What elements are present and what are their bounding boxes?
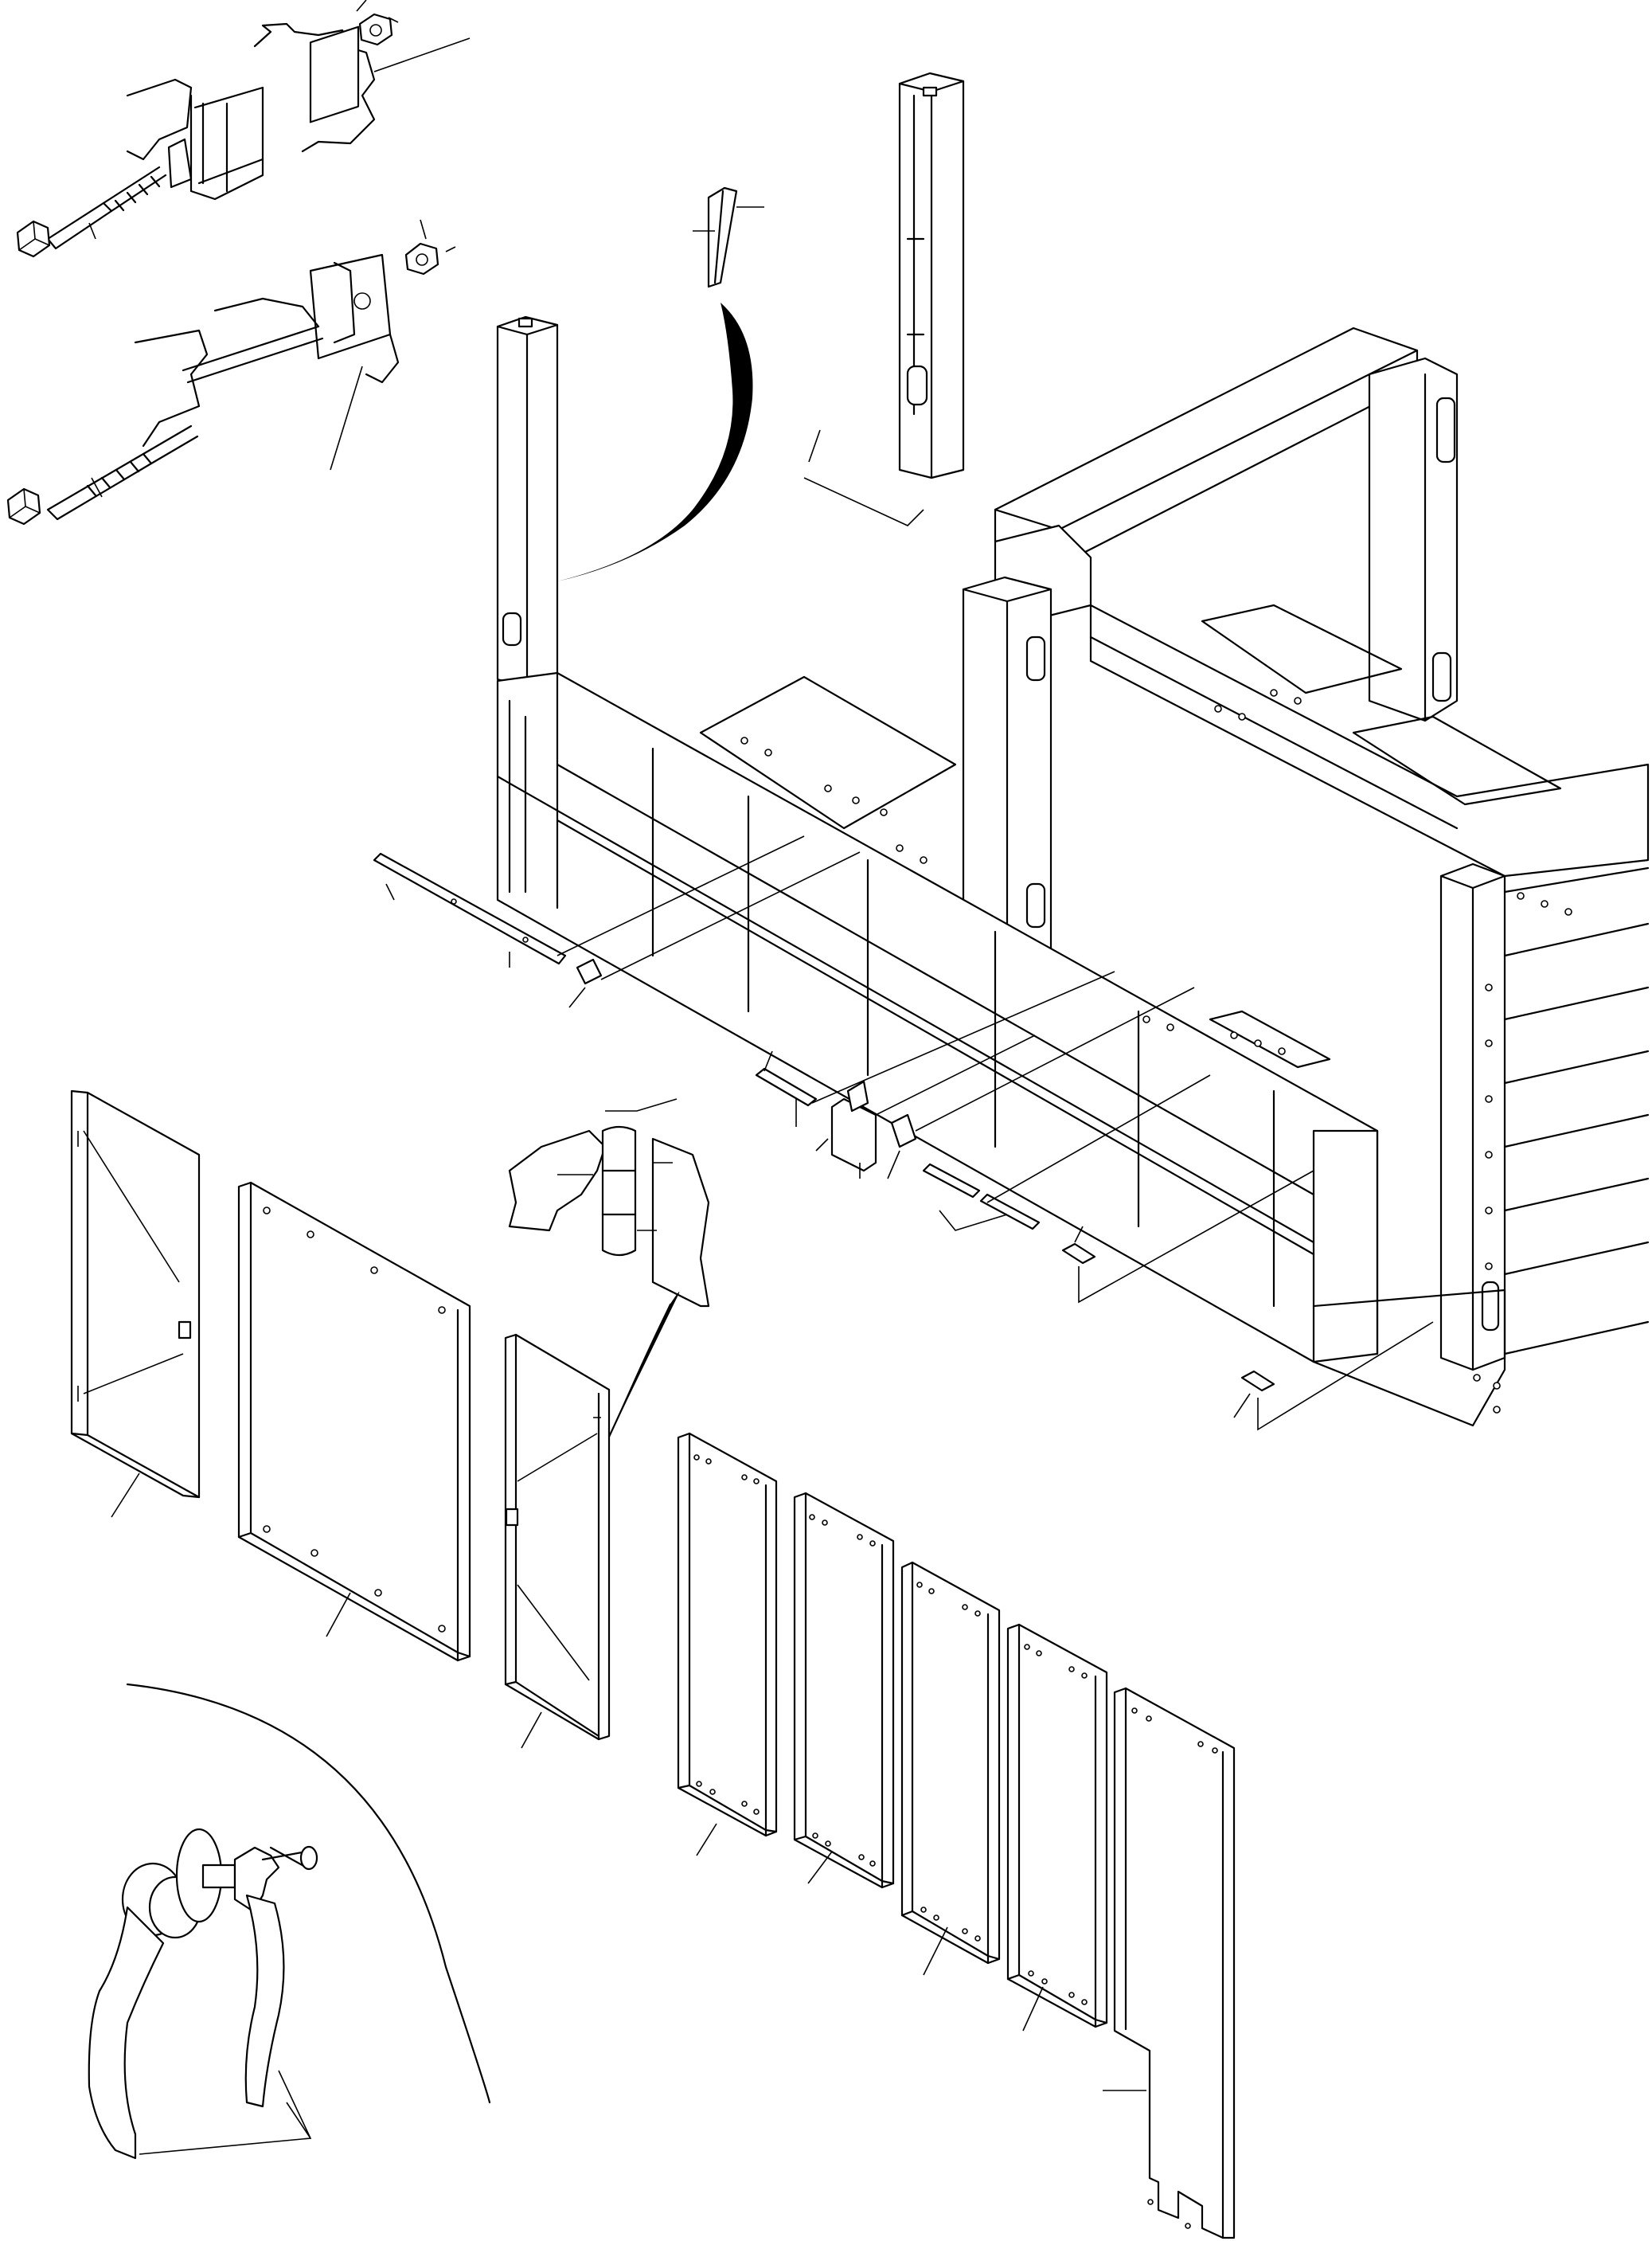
narrow-cover-panel-4	[1006, 1623, 1108, 2032]
large-rear-cover-panel	[237, 1181, 471, 1662]
cab-frame-main-structure	[496, 72, 1650, 1427]
bolt-bracket-assembly-1	[16, 0, 471, 258]
small-side-door-panel-2	[504, 1333, 611, 1749]
narrow-cover-panel-3	[900, 1561, 1001, 1976]
post-bolt-holes	[1485, 984, 1493, 1270]
bolt-bracket-assembly-2	[6, 219, 456, 526]
narrow-cover-panel-2	[793, 1492, 895, 1889]
tall-notched-cover-panel	[1103, 1687, 1236, 2239]
door-lever-handle-detail	[88, 1683, 491, 2160]
narrow-cover-panel-1	[677, 1432, 778, 1856]
angle-trim-strip-upper	[557, 186, 764, 581]
frame-bolt-holes	[740, 689, 1572, 1414]
door-hinge-detail	[508, 1098, 710, 1447]
small-side-door-panel-1	[70, 1089, 201, 1518]
spacer-strips-and-plates	[373, 835, 1434, 1431]
